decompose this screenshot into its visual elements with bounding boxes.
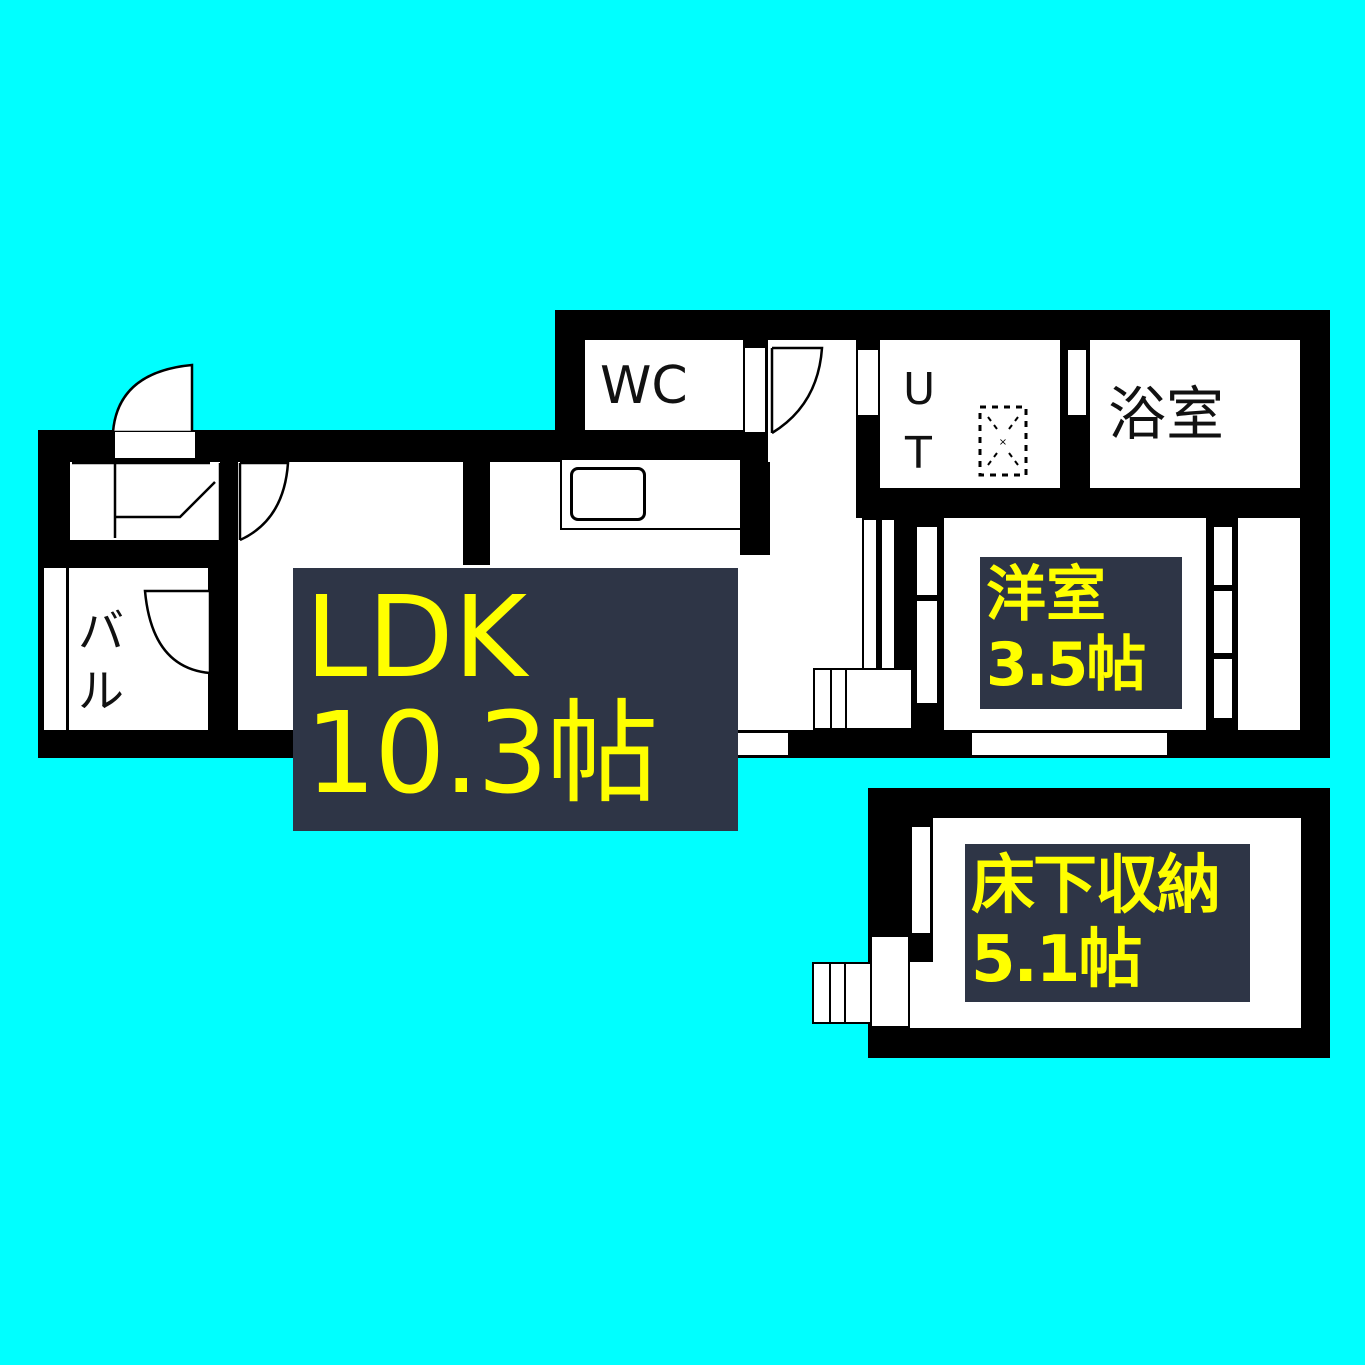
ldk-name: LDK	[305, 573, 528, 703]
balcony-edge	[44, 568, 66, 730]
bathroom	[1090, 340, 1300, 488]
sliding-door-room	[915, 525, 939, 705]
wc-room	[585, 340, 743, 430]
balcony-inner-line	[66, 568, 69, 730]
ldk-size: 10.3帖	[305, 689, 658, 819]
wc-label: WC	[600, 356, 688, 416]
storage-stairs-step	[870, 935, 910, 1028]
ldk-partition	[463, 462, 490, 562]
kitchen-sink	[570, 467, 646, 521]
utility-label-t: T	[905, 428, 932, 479]
storage-stairs	[812, 962, 872, 1024]
underfloor-storage-label: 床下収納 5.1帖	[965, 844, 1250, 1002]
wc-door-frame	[743, 348, 765, 432]
wc-door-swing-icon	[770, 346, 824, 435]
utility-room	[880, 340, 1060, 488]
utility-door-frame	[858, 350, 878, 415]
western-room-label: 洋室 3.5帖	[980, 557, 1182, 709]
western-room-closet	[1238, 518, 1300, 730]
kitchen-below	[740, 555, 770, 730]
sliding-door-left	[862, 518, 914, 686]
svg-text:×: ×	[999, 437, 1007, 448]
underfloor-storage-name: 床下収納	[971, 849, 1221, 923]
closet-doors-right	[1212, 525, 1234, 720]
washing-machine-space-icon: ×	[978, 405, 1028, 477]
western-room-size: 3.5帖	[986, 630, 1146, 700]
entrance-door-icon	[111, 363, 194, 434]
ldk-label: LDK 10.3帖	[293, 568, 738, 831]
stairs-top	[813, 668, 913, 730]
kitchen-partition	[740, 462, 770, 555]
genkan-shoebox-icon	[72, 461, 290, 542]
utility-label-u: U	[903, 364, 936, 415]
western-room-name: 洋室	[986, 560, 1106, 630]
bathroom-door-frame	[1068, 350, 1086, 415]
balcony-label-ru: ル	[78, 664, 124, 718]
balcony-label-ba: バ	[78, 604, 124, 658]
western-room-window	[972, 733, 1167, 755]
storage-left-panel	[910, 825, 932, 935]
ldk-window	[738, 733, 788, 755]
underfloor-storage-size: 5.1帖	[971, 923, 1142, 997]
entrance-threshold	[115, 432, 195, 458]
bathroom-label: 浴室	[1108, 380, 1225, 448]
balcony-door-icon	[143, 589, 234, 675]
